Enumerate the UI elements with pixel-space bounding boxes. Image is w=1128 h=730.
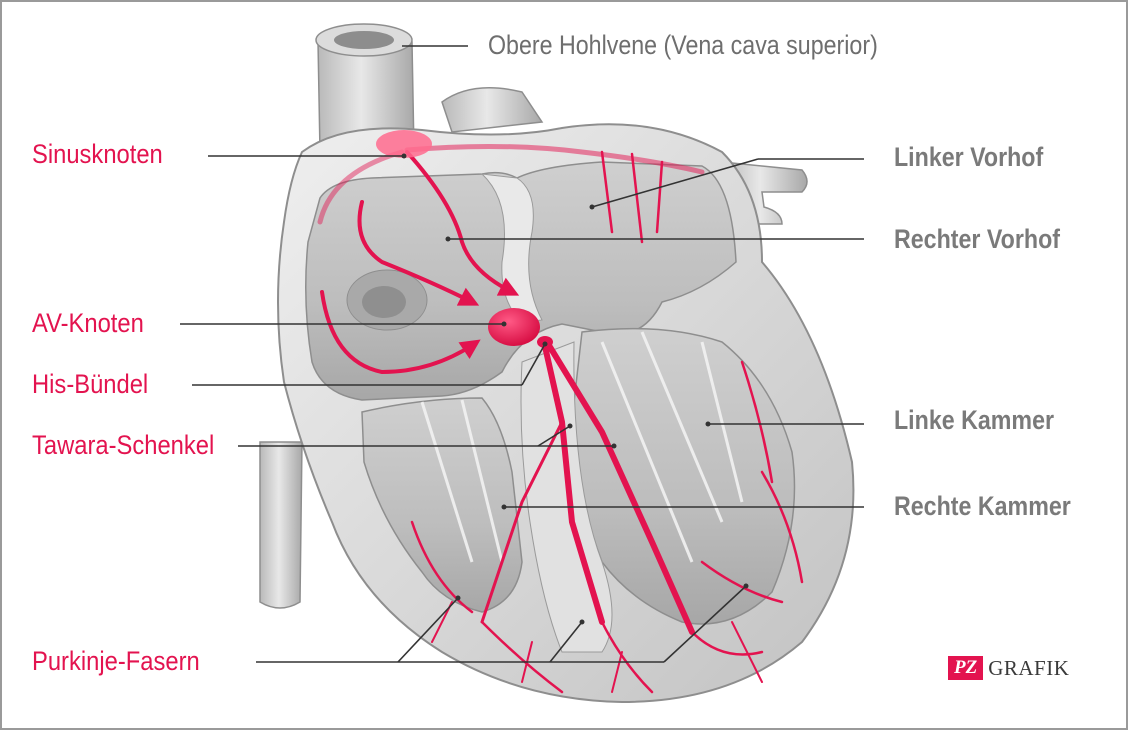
logo-text: GRAFIK <box>988 655 1070 680</box>
chordae-tendineae <box>420 331 744 563</box>
pulmonary-vessel <box>441 87 544 133</box>
label-tawara-branches: Tawara-Schenkel <box>32 430 215 460</box>
label-left-ventricle: Linke Kammer <box>894 405 1055 435</box>
label-right-ventricle: Rechte Kammer <box>894 491 1071 521</box>
label-his-bundle: His-Bündel <box>32 369 149 399</box>
av-node <box>488 308 540 346</box>
label-superior-vena-cava: Obere Hohlvene (Vena cava superior) <box>488 30 878 60</box>
inferior-vessel <box>259 441 303 609</box>
label-purkinje-fibers: Purkinje-Fasern <box>32 646 200 676</box>
right-ventricle-cavity <box>361 397 523 613</box>
label-sinus-node: Sinusknoten <box>32 139 163 169</box>
sinus-node <box>376 130 432 158</box>
label-right-atrium: Rechter Vorhof <box>894 224 1061 254</box>
label-left-atrium: Linker Vorhof <box>894 142 1044 172</box>
leader-lines <box>180 45 864 663</box>
pz-grafik-logo: PZ GRAFIK <box>948 656 1069 680</box>
label-av-node: AV-Knoten <box>32 308 144 338</box>
logo-mark: PZ <box>948 656 984 680</box>
conduction-system <box>317 143 804 694</box>
